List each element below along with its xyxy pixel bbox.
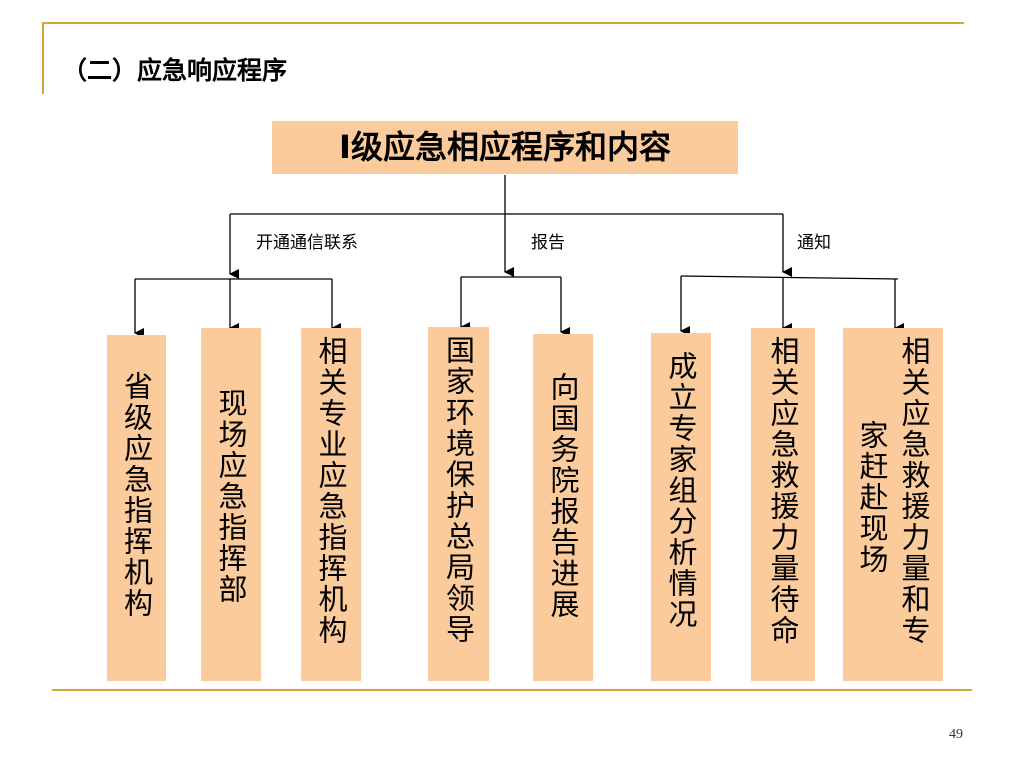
branch-label-report: 报告 bbox=[531, 233, 565, 253]
branch-label-communication: 开通通信联系 bbox=[256, 233, 358, 253]
box-expert-group-text: 成立专家组分析情况 bbox=[664, 351, 698, 630]
page-number: 49 bbox=[949, 727, 963, 742]
box-onsite-command: 现场应急指挥部 bbox=[201, 328, 261, 681]
head-box: Ⅰ级应急相应程序和内容 bbox=[272, 121, 738, 174]
box-rescue-dispatch-columns: 相关应急救援力量和专 家赶赴现场 bbox=[855, 328, 931, 646]
left-rule bbox=[42, 22, 44, 94]
box-provincial-command-text: 省级应急指挥机构 bbox=[119, 371, 154, 619]
box-rescue-dispatch-text-1: 相关应急救援力量和专 bbox=[897, 336, 931, 646]
box-rescue-dispatch: 相关应急救援力量和专 家赶赴现场 bbox=[843, 328, 943, 681]
box-rescue-standby-text: 相关应急救援力量待命 bbox=[766, 336, 800, 646]
top-rule bbox=[42, 22, 964, 24]
box-sepa-leadership-text: 国家环境保护总局领导 bbox=[441, 335, 476, 645]
branch-label-notify: 通知 bbox=[797, 233, 831, 253]
box-specialist-command-text: 相关专业应急指挥机构 bbox=[314, 336, 348, 646]
bottom-rule bbox=[52, 689, 972, 691]
box-specialist-command: 相关专业应急指挥机构 bbox=[301, 328, 361, 681]
box-rescue-dispatch-text-2: 家赶赴现场 bbox=[855, 420, 889, 575]
box-expert-group: 成立专家组分析情况 bbox=[651, 333, 711, 681]
box-report-state-council-text: 向国务院报告进展 bbox=[546, 372, 580, 620]
box-provincial-command: 省级应急指挥机构 bbox=[107, 335, 166, 681]
box-rescue-standby: 相关应急救援力量待命 bbox=[751, 328, 815, 681]
box-onsite-command-text: 现场应急指挥部 bbox=[214, 388, 248, 605]
box-sepa-leadership: 国家环境保护总局领导 bbox=[428, 327, 489, 681]
section-title: （二）应急响应程序 bbox=[62, 56, 288, 85]
box-report-state-council: 向国务院报告进展 bbox=[533, 334, 593, 681]
